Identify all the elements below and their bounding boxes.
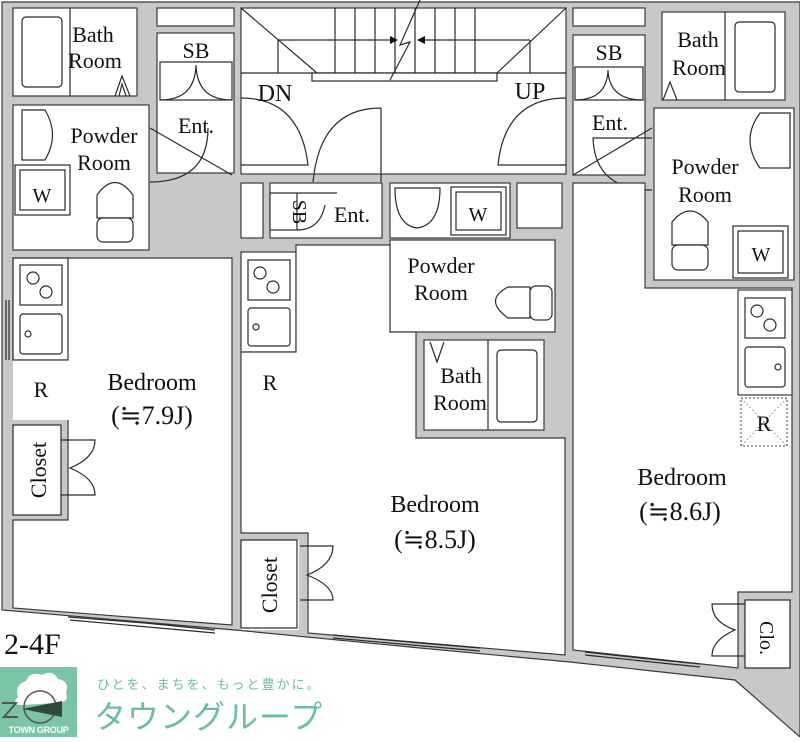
- tree-logo-icon: [1, 672, 67, 724]
- center-toilet-icon: [494, 286, 531, 319]
- right-unit: [572, 7, 795, 669]
- floor-label: 2-4F: [4, 628, 61, 661]
- right-powder-label-2: Room: [678, 182, 732, 207]
- brand-name: タウングループ: [94, 698, 324, 736]
- left-washer-label: W: [33, 185, 52, 207]
- left-entrance: [156, 32, 235, 174]
- center-bath-door-icon: [429, 341, 445, 364]
- left-toilet-icon: [96, 181, 134, 219]
- right-washer-label: W: [752, 244, 771, 266]
- center-fridge-label: R: [263, 370, 278, 395]
- right-bath-label-1: Bath: [677, 27, 719, 52]
- left-shoe-box: [159, 61, 233, 101]
- center-closet-doors-icon: [300, 545, 334, 601]
- right-closet-label: Clo.: [755, 621, 777, 655]
- left-sb-doors-icon: [159, 64, 233, 101]
- left-entrance-label: Ent.: [178, 113, 214, 138]
- left-bath-door-icon: [114, 74, 131, 97]
- left-powder-label-2: Room: [77, 150, 131, 175]
- left-bath-label-1: Bath: [72, 22, 114, 47]
- center-washer-icon: [455, 191, 502, 231]
- left-bedroom-label: Bedroom: [107, 370, 197, 396]
- right-bedroom-label: Bedroom: [637, 465, 727, 491]
- right-entrance-label: Ent.: [592, 110, 628, 135]
- dn-door-icon: [240, 97, 309, 166]
- right-sink-icon: [749, 112, 791, 169]
- center-entry-door-swing-icon: [296, 192, 337, 231]
- center-entry-door-icon: [312, 107, 382, 183]
- right-entrance: [572, 34, 646, 176]
- center-powder-label-1: Powder: [407, 253, 475, 278]
- stair-hall: [240, 0, 567, 183]
- right-bathtub-icon: [734, 21, 776, 93]
- right-fridge-label: R: [757, 411, 772, 436]
- right-closet: [744, 599, 791, 669]
- left-sink-kitchen-icon: [19, 313, 63, 355]
- center-powder-label-2: Room: [414, 280, 468, 305]
- logo-caption: TOWN GROUP: [8, 725, 69, 735]
- center-entrance-label: Ent.: [334, 202, 370, 227]
- center-sb-label: SB: [288, 200, 310, 224]
- left-entry-door-icon: [149, 127, 233, 183]
- right-sb-doors-icon: [574, 69, 644, 101]
- center-bedroom-size: (≒8.5J): [394, 525, 476, 554]
- right-shoe-box: [574, 66, 644, 101]
- town-group-logo: TOWN GROUP: [0, 667, 77, 737]
- center-stove-icon: [247, 259, 291, 301]
- left-bedroom-size: (≒7.9J): [111, 401, 193, 430]
- center-bath-label-2: Room: [433, 390, 487, 415]
- center-bath-label-1: Bath: [440, 363, 482, 388]
- left-unit: [12, 7, 235, 626]
- right-powder-label-1: Powder: [671, 154, 739, 179]
- center-bedroom-label: Bedroom: [390, 492, 480, 518]
- up-door-icon: [497, 97, 567, 166]
- left-closet: [12, 424, 62, 516]
- right-bath-label-2: Room: [672, 55, 726, 80]
- brand-tagline: ひとを、まちを、もっと豊かに。: [97, 678, 322, 693]
- right-bedroom-size: (≒8.6J): [639, 497, 721, 526]
- left-sink-icon: [21, 109, 54, 161]
- left-bedroom: [12, 257, 233, 626]
- right-bath-door-icon: [662, 80, 678, 101]
- center-kitchen-sink-icon: [247, 307, 291, 347]
- center-closet: [240, 539, 298, 629]
- stair-break-icon: [389, 0, 421, 81]
- center-sink-icon: [394, 187, 441, 229]
- right-sb-label: SB: [596, 40, 623, 65]
- right-kitchen-sink-icon: [744, 346, 786, 388]
- right-toilet-icon: [671, 210, 709, 246]
- center-bathtub-icon: [496, 349, 538, 423]
- center-closet-label: Closet: [257, 557, 282, 613]
- center-window: [332, 634, 481, 652]
- right-window: [584, 651, 701, 668]
- left-powder-label-1: Powder: [70, 123, 138, 148]
- left-closet-label: Closet: [26, 442, 51, 498]
- left-side-window: [5, 300, 10, 360]
- center-washer-label: W: [469, 204, 488, 226]
- left-sb-label: SB: [183, 38, 210, 63]
- left-window: [67, 616, 216, 634]
- left-washer-icon: [19, 169, 66, 211]
- stairs-down-label: DN: [258, 81, 293, 107]
- right-washer-icon: [737, 230, 784, 274]
- left-bathtub-icon: [21, 16, 63, 88]
- right-bedroom: [572, 182, 793, 669]
- left-closet-doors-icon: [61, 439, 96, 496]
- right-stove-icon: [744, 297, 786, 339]
- left-fridge-label: R: [34, 377, 49, 402]
- right-closet-doors-icon: [711, 603, 745, 657]
- left-stove-icon: [19, 264, 63, 306]
- stairs-up-label: UP: [515, 79, 546, 105]
- left-bath-label-2: Room: [68, 48, 122, 73]
- center-bedroom: [240, 244, 566, 656]
- center-unit: [240, 182, 566, 656]
- center-shoe-box: [269, 192, 298, 231]
